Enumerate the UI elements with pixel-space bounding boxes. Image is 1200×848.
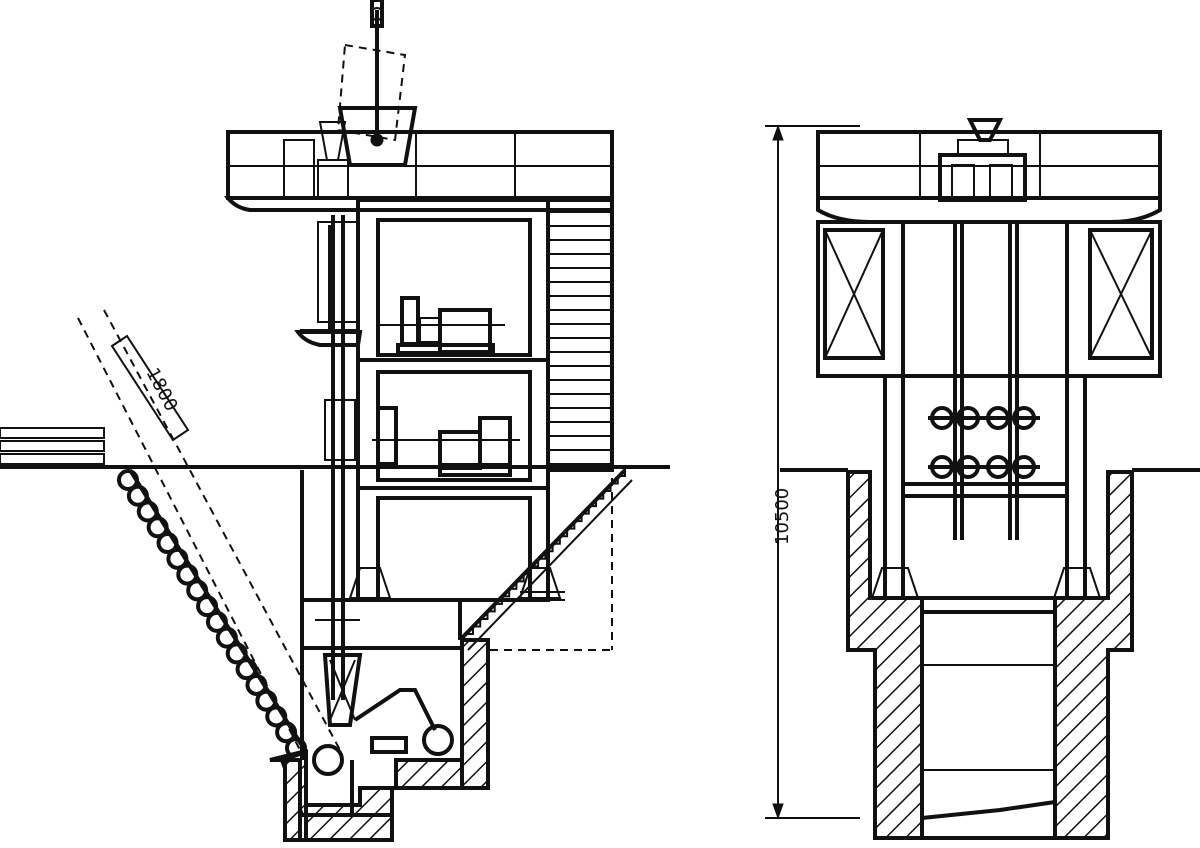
louver-panel	[546, 198, 614, 472]
stair-step	[603, 484, 612, 493]
left-side-section: 1800	[0, 0, 670, 842]
stair-step	[552, 536, 561, 545]
stair-step	[466, 627, 474, 635]
stair-step	[618, 469, 626, 477]
pit-walls-front	[846, 470, 1134, 840]
stair-step	[610, 476, 619, 485]
inlet-pipes	[0, 427, 105, 465]
column-footing-right	[518, 567, 562, 599]
stair-step	[509, 581, 518, 590]
motor-upper-floor	[380, 296, 505, 355]
staircase	[458, 468, 633, 651]
stair-step	[596, 491, 605, 500]
stair-step	[560, 529, 569, 538]
building-frame	[348, 198, 562, 602]
crane-deck	[223, 130, 614, 212]
right-front-section: 10500	[765, 118, 1200, 840]
stair-step	[502, 589, 511, 598]
height-dimension: 10500	[765, 124, 860, 820]
stair-step	[589, 499, 598, 508]
shaft-couplings	[928, 406, 1040, 479]
stair-step	[574, 514, 583, 523]
stair-step	[487, 604, 496, 613]
stair-step	[567, 521, 576, 530]
inclined-conduit-dashed	[77, 309, 341, 751]
stair-step	[538, 551, 547, 560]
pump-unit-bottom	[312, 653, 454, 815]
height-dimension-label: 10500	[772, 488, 793, 545]
incline-dimension-bar: 1800	[110, 334, 190, 442]
building-frame-front	[816, 220, 1162, 600]
stair-step	[581, 506, 590, 515]
vertical-shafts-front	[953, 222, 1019, 540]
stair-step	[473, 619, 482, 628]
incline-edge	[128, 468, 308, 754]
stair-step	[480, 611, 489, 620]
stair-step	[531, 559, 540, 568]
motor-middle-floor	[372, 406, 520, 477]
stair-step	[516, 574, 525, 583]
pit-walls-left	[269, 638, 490, 842]
column-footing-left	[348, 567, 392, 599]
inclined-revetment-stones	[117, 469, 307, 759]
vertical-pump-shaft	[294, 215, 363, 700]
crane-hoist	[317, 0, 418, 199]
crane-deck-front	[816, 118, 1162, 224]
